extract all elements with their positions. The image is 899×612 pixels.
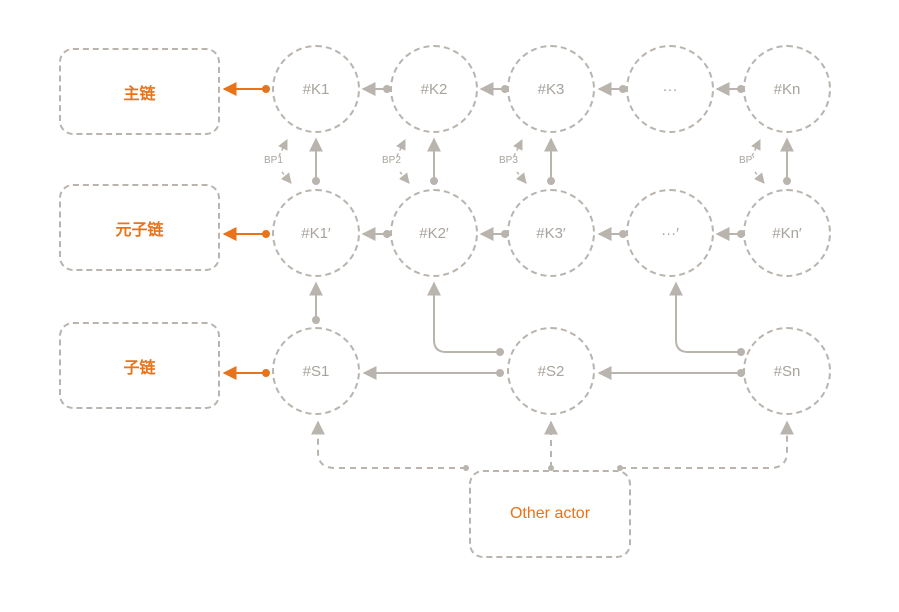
bp1-label: BP1 [264,155,283,166]
node-k1-text: #K1 [302,80,330,98]
node-kn-prime: #Kn′ [743,189,831,277]
meta-sub-chain-text: 元子链 [115,221,164,239]
node-k2-text: #K2 [420,80,448,98]
node-s1: #S1 [272,327,360,415]
node-k-ellipsis-prime-text: ···′ [661,224,679,242]
main-chain-label: 主链 [59,48,220,135]
other-actor-text: Other actor [509,505,591,522]
sub-chain-text: 子链 [123,359,156,377]
node-k3: #K3 [507,45,595,133]
node-s1-text: #S1 [302,362,330,380]
node-k1-prime: #K1′ [272,189,360,277]
node-k-ellipsis-text: ··· [662,80,678,98]
node-k3-text: #K3 [537,80,565,98]
node-k2-prime-text: #K2′ [419,224,449,242]
node-s2-text: #S2 [537,362,565,380]
node-k-ellipsis-prime: ···′ [626,189,714,277]
node-sn-text: #Sn [773,362,801,380]
node-k-ellipsis: ··· [626,45,714,133]
node-k1: #K1 [272,45,360,133]
node-sn: #Sn [743,327,831,415]
node-k2-prime: #K2′ [390,189,478,277]
other-actor-box: Other actor [469,470,631,558]
node-k3-prime: #K3′ [507,189,595,277]
bp2-label: BP2 [382,155,401,166]
sub-chain-label: 子链 [59,322,220,409]
node-k1-prime-text: #K1′ [301,224,331,242]
node-kn: #Kn [743,45,831,133]
bp3-label: BP3 [499,155,518,166]
node-k2: #K2 [390,45,478,133]
node-kn-prime-text: #Kn′ [772,224,802,242]
node-kn-text: #Kn [773,80,801,98]
bpn-label: BP′ [739,155,755,166]
meta-sub-chain-label: 元子链 [59,184,220,271]
node-k3-prime-text: #K3′ [536,224,566,242]
node-s2: #S2 [507,327,595,415]
main-chain-text: 主链 [123,85,156,103]
